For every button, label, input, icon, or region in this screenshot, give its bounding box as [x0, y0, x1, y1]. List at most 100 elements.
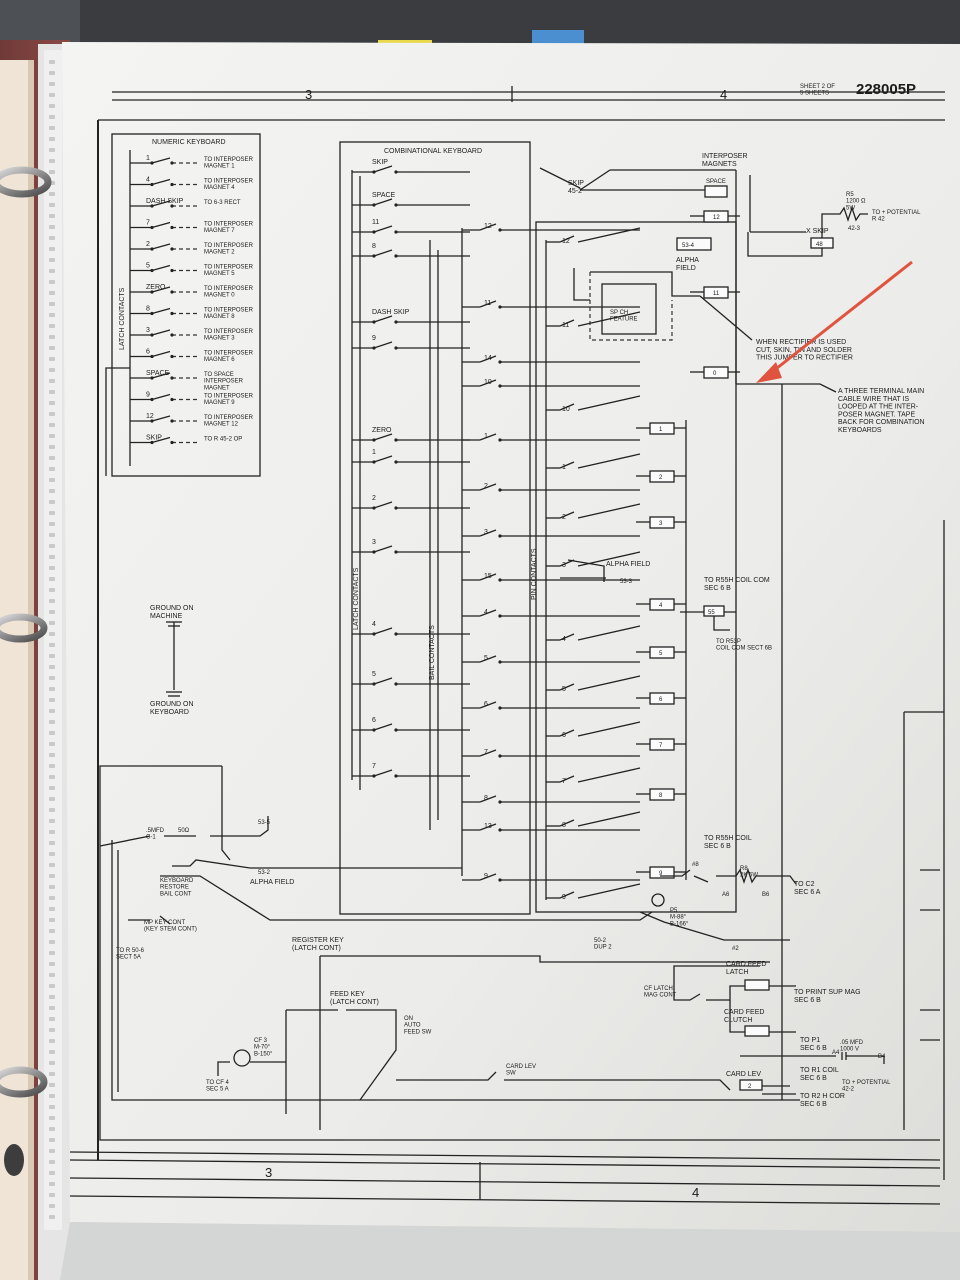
- bail-key: 5: [462, 655, 640, 664]
- combinational-key-label: 3: [372, 539, 376, 546]
- pin-key: 11: [546, 311, 641, 329]
- bail-key-label: 4: [484, 609, 488, 616]
- pin-key: 6: [546, 721, 641, 739]
- combinational-key: 7: [352, 763, 470, 778]
- a6-label: A6: [722, 892, 730, 898]
- combinational-key-label: DASH SKIP: [372, 309, 410, 316]
- annotation-arrow: [756, 260, 913, 383]
- bail-key-label: 2: [484, 483, 488, 490]
- interposer-magnet-label: 2: [659, 475, 663, 481]
- relay-53-4: [676, 237, 712, 251]
- combinational-key: 9: [352, 335, 470, 350]
- pin-key-label: 6: [562, 732, 566, 739]
- mp-key-cont-label: MP KEY CONT(KEY STEM CONT): [144, 920, 197, 933]
- numeric-key-label: 8: [146, 306, 150, 313]
- pin-key-label: 10: [562, 406, 570, 413]
- combinational-key-label: 7: [372, 763, 376, 770]
- interposer-magnet-label: 7: [659, 743, 663, 749]
- bail-contacts-label: BAIL CONTACTS: [429, 625, 436, 680]
- pin-key-label: 3: [562, 562, 566, 569]
- card-feed-clutch-coil: [744, 1025, 770, 1037]
- sp-ch-feature-box: [601, 283, 657, 335]
- combinational-key: DASH SKIP: [352, 309, 470, 324]
- interposer-magnet: 5: [636, 646, 686, 659]
- numeric-keyboard-block: [111, 133, 261, 477]
- combinational-keyboard-block: [339, 141, 737, 915]
- numeric-key-label: SPACE: [146, 370, 170, 377]
- drawing-number: 228005P: [856, 81, 916, 98]
- zone-marker-bottom-right: 4: [692, 1185, 699, 1200]
- interposer-magnet-label: 3: [659, 521, 663, 527]
- numeric-key-label: 12: [146, 413, 154, 420]
- space-coil-label: SPACE: [706, 179, 726, 185]
- combinational-key-label: 1: [372, 449, 376, 456]
- sleeve-perforations: [49, 60, 55, 1219]
- bail-key-label: 11: [484, 300, 491, 307]
- binder-ring-middle: [0, 613, 48, 643]
- bail-key-label: 6: [484, 701, 488, 708]
- interposer-magnet-label: 6: [659, 697, 663, 703]
- interposer-magnet: 12: [690, 210, 740, 223]
- card-lev-coil: [739, 1079, 763, 1091]
- numeric-key-label: 4: [146, 177, 150, 184]
- pin-key: 7: [546, 767, 641, 785]
- interposer-magnet: 3: [636, 516, 686, 529]
- pin-key: 1: [546, 453, 641, 471]
- combinational-key: 1: [352, 449, 470, 464]
- latch-contacts-label: LATCH CONTACTS: [353, 567, 360, 630]
- combinational-key: 6: [352, 717, 470, 732]
- sheet-frame: [69, 86, 945, 1205]
- bail-key: 12: [462, 223, 640, 232]
- combinational-key: ZERO: [352, 427, 470, 442]
- combinational-key-label: 2: [372, 495, 376, 502]
- interposer-magnet: 7: [636, 738, 686, 751]
- interposer-magnet-label: 8: [659, 793, 663, 799]
- binder-ring-bottom: [0, 1066, 48, 1098]
- alpha-field-mid-label: ALPHA FIELD: [606, 561, 650, 568]
- feed-key-label: FEED KEY(LATCH CONT): [330, 991, 379, 1006]
- combinational-key-label: SKIP: [372, 159, 388, 166]
- numeric-key-label: DASH SKIP: [146, 198, 184, 205]
- zone-marker-top-right: 4: [720, 87, 727, 102]
- relay-53-3-label: 53-3: [620, 579, 633, 585]
- interposer-magnet: 11: [690, 286, 740, 299]
- card-lev-coil-label: 2: [748, 1084, 752, 1090]
- pin-contacts-label: PIN CONTACTS: [531, 548, 538, 600]
- interposer-magnet-label: 1: [659, 427, 663, 433]
- pin-key-label: 11: [562, 322, 569, 329]
- bail-key: 4: [462, 609, 640, 618]
- relay-53-4-label: 53-4: [682, 243, 695, 249]
- relay-53-2-label: 53-2: [258, 870, 271, 876]
- zone-marker-top-left: 3: [305, 87, 312, 102]
- combinational-key: 5: [352, 671, 470, 686]
- combinational-key: 3: [352, 539, 470, 554]
- combinational-key: 11: [352, 219, 470, 234]
- numeric-latch-contacts-label: LATCH CONTACTS: [119, 287, 126, 350]
- numeric-key-label: 1: [146, 155, 150, 162]
